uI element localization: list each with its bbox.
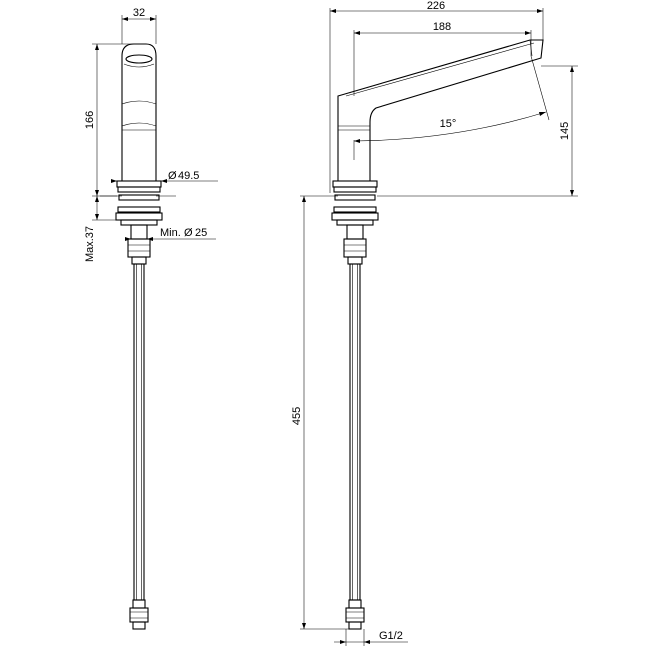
dim-height-label: 166	[84, 111, 96, 129]
dim-spout-reach-label: 188	[433, 21, 451, 33]
dim-min-hole-label: 25	[195, 227, 207, 239]
dim-base-diameter-label: 49.5	[178, 170, 199, 182]
dim-height: 166	[84, 43, 134, 197]
dim-base-diameter: Ø 49.5	[111, 170, 218, 183]
dim-min-hole-prefix: Min.	[160, 227, 181, 239]
side-mounting-hardware	[115, 206, 163, 265]
dim-rotation-angle-label: 15°	[440, 118, 457, 130]
diameter-symbol: Ø	[184, 227, 193, 239]
dim-spout-reach: 188	[353, 21, 532, 96]
side-faucet-body	[100, 43, 176, 201]
dim-hose-length: 455	[291, 196, 349, 630]
dim-connection-label: G1/2	[379, 630, 403, 642]
front-view: 226 188 15° 145	[291, 0, 578, 646]
dim-rotation-angle: 15°	[353, 55, 550, 160]
dim-max-deck: Max.37	[84, 196, 116, 262]
front-mounting-hardware	[331, 206, 379, 265]
dim-width-label: 32	[133, 7, 145, 19]
dim-max-deck-label: Max.37	[84, 226, 96, 262]
dim-total-reach: 226	[329, 0, 544, 193]
front-hose	[345, 263, 365, 630]
dim-hose-length-label: 455	[291, 407, 303, 425]
side-hose	[129, 263, 149, 630]
dim-width: 32	[121, 7, 157, 44]
dim-spout-height: 145	[377, 65, 578, 197]
front-faucet-body	[300, 39, 544, 201]
dim-total-reach-label: 226	[427, 0, 445, 12]
diameter-symbol: Ø	[168, 170, 177, 182]
dim-spout-height-label: 145	[559, 122, 571, 140]
dim-min-hole: Min. Ø 25	[125, 227, 216, 241]
side-view: 32 166 Ø 49.5 Min. Ø 25	[84, 7, 218, 630]
dim-connection: G1/2	[334, 629, 408, 646]
